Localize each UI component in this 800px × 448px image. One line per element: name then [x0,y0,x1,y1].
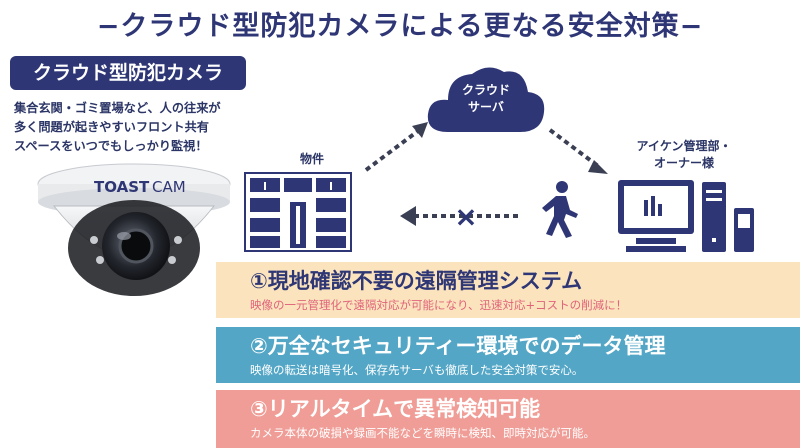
product-description: 集合玄関・ゴミ置場など、人の往来が 多く問題が起きやすいフロント共有 スペースを… [14,99,254,156]
description-line: 多く問題が起きやすいフロント共有 [14,120,209,134]
description-line: 集合玄関・ゴミ置場など、人の往来が [14,101,221,115]
camera-brand: TOAST [94,178,150,196]
description-line: スペースをいつでもしっかり監視！ [14,139,208,153]
feature-band-security: ②万全なセキュリティー環境でのデータ管理 映像の転送は暗号化、保存先サーバも徹底… [216,327,800,383]
product-badge: クラウド型防犯カメラ [10,56,246,90]
feature-heading: ①現地確認不要の遠隔管理システム [250,269,583,293]
property-label: 物件 [300,152,325,166]
data-flow-arrows: × [364,122,608,233]
cloud-label: クラウド サーバ [461,83,510,114]
feature-detail: 映像の転送は暗号化、保存先サーバも徹底した安全対策で安心。 [250,363,584,377]
cloud-server-icon [427,67,545,132]
feature-band-remote: ①現地確認不要の遠隔管理システム 映像の一元管理化で遠隔対応が可能になり、迅速対… [216,262,800,318]
walking-person-icon [542,181,578,238]
owner-label: アイケン管理部・ オーナー様 [636,139,732,170]
feature-heading: ②万全なセキュリティー環境でのデータ管理 [250,334,666,358]
computer-icon [618,180,754,252]
dome-camera-image: TOAST CAM [37,163,231,296]
feature-heading: ③リアルタイムで異常検知可能 [250,397,541,421]
page-title: −クラウド型防犯カメラによる更なる安全対策− [96,11,704,42]
blocked-mark: × [454,200,477,233]
feature-detail: 映像の一元管理化で遠隔対応が可能になり、迅速対応+コストの削減に！ [250,298,628,312]
camera-model: CAM [152,178,186,196]
building-icon [244,172,352,252]
feature-band-realtime: ③リアルタイムで異常検知可能 カメラ本体の破損や録画不能などを瞬時に検知、即時対… [216,390,800,448]
feature-detail: カメラ本体の破損や録画不能などを瞬時に検知、即時対応が可能。 [250,426,595,440]
